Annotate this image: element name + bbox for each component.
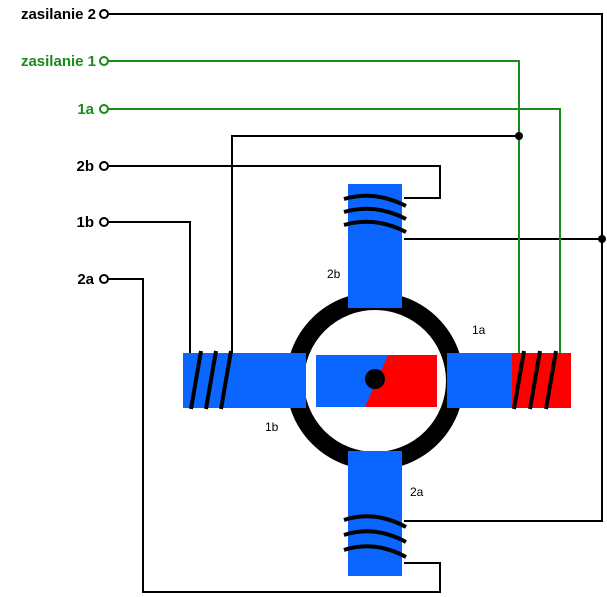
label-zasilanie2: zasilanie 2	[21, 6, 96, 23]
pole-top	[348, 184, 402, 308]
wire-1b	[108, 221, 191, 353]
wire-zasilanie1	[108, 60, 520, 353]
coil-left	[189, 350, 233, 410]
pole-left	[183, 353, 306, 408]
wire-2a	[108, 278, 441, 593]
wires-black	[108, 13, 603, 593]
terminal-zasilanie1[interactable]	[99, 56, 109, 66]
coil-right	[512, 350, 558, 410]
terminal-1a[interactable]	[99, 104, 109, 114]
terminal-1b[interactable]	[99, 217, 109, 227]
wires-green	[108, 60, 561, 353]
label-zasilanie1: zasilanie 1	[21, 53, 96, 70]
pole-label-top: 2b	[327, 267, 341, 281]
pole-right	[447, 353, 512, 408]
terminals	[99, 9, 109, 284]
pole-label-bottom: 2a	[410, 485, 424, 499]
pole-bottom	[348, 451, 402, 576]
label-1a: 1a	[77, 101, 94, 118]
rotor-red	[365, 355, 437, 407]
wire-zasilanie2	[108, 13, 603, 522]
coil-top	[343, 193, 407, 234]
label-2a: 2a	[77, 271, 94, 288]
wire-2b	[108, 165, 441, 199]
terminal-2b[interactable]	[99, 161, 109, 171]
pole-label-right: 1a	[472, 323, 486, 337]
label-2b: 2b	[76, 158, 94, 175]
terminal-2a[interactable]	[99, 274, 109, 284]
pole-label-left: 1b	[265, 420, 279, 434]
coil-bottom	[343, 514, 407, 559]
rotor-shaft	[365, 369, 385, 389]
junction-dot	[515, 132, 523, 140]
terminal-zasilanie2[interactable]	[99, 9, 109, 19]
label-1b: 1b	[76, 214, 94, 231]
wire-1a	[108, 108, 561, 353]
wire-coil-left-common	[231, 135, 519, 353]
junction-dot	[598, 235, 606, 243]
